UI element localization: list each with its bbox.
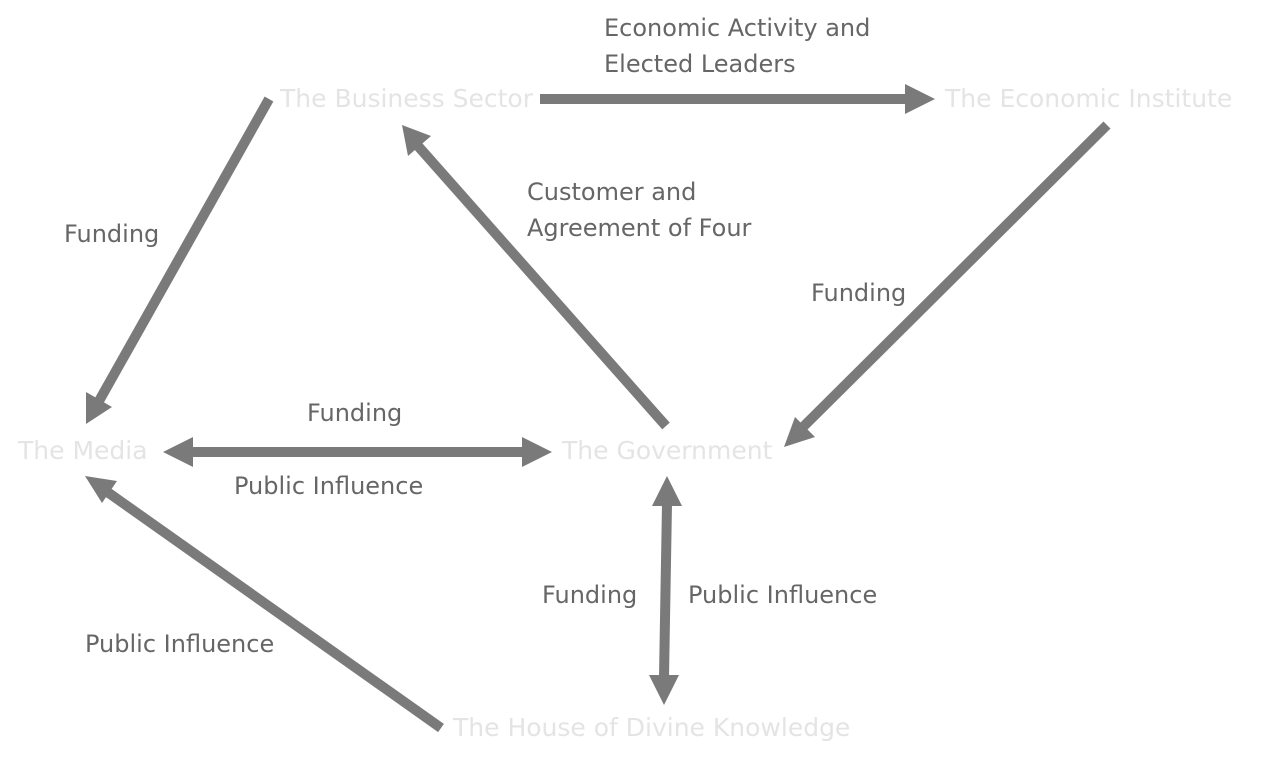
label-government-to-business-line2: Agreement of Four [527, 214, 752, 242]
label-government-to-business: Customer and Agreement of Four [527, 174, 751, 246]
arrowhead-media-from-government [163, 437, 193, 467]
arrow-government-to-business [414, 142, 670, 430]
label-government-house-right: Public Influence [688, 581, 878, 609]
arrowhead-institute [905, 84, 935, 114]
node-economic-institute: The Economic Institute [945, 84, 1233, 113]
arrowhead-house [649, 675, 679, 705]
arrow-institute-to-government [799, 121, 1111, 431]
arrowhead-government-from-media [522, 437, 552, 467]
label-business-to-media: Funding [64, 220, 160, 248]
node-business-sector: The Business Sector [280, 84, 534, 113]
arrowhead-government-from-institute [784, 417, 815, 447]
arrowhead-business [402, 125, 431, 156]
node-government: The Government [562, 436, 773, 465]
arrow-government-house [659, 503, 672, 678]
node-media: The Media [18, 436, 148, 465]
label-business-to-institute: Economic Activity and Elected Leaders [604, 10, 870, 82]
arrow-business-to-media [94, 96, 274, 404]
label-business-to-institute-line2: Elected Leaders [604, 50, 796, 78]
arrowhead-media-from-business [86, 392, 112, 424]
label-institute-to-government: Funding [811, 279, 907, 307]
label-government-house-left: Funding [542, 581, 638, 609]
label-government-to-business-line1: Customer and [527, 178, 697, 206]
label-media-government-top: Funding [307, 399, 403, 427]
label-media-government-bottom: Public Influence [234, 472, 424, 500]
arrow-house-to-media [103, 486, 444, 733]
arrowhead-media-from-house [85, 476, 117, 503]
label-business-to-institute-line1: Economic Activity and [604, 14, 871, 42]
node-house-of-divine-knowledge: The House of Divine Knowledge [453, 713, 851, 742]
label-house-to-media: Public Influence [85, 630, 275, 658]
arrowhead-government-from-house [652, 476, 682, 506]
